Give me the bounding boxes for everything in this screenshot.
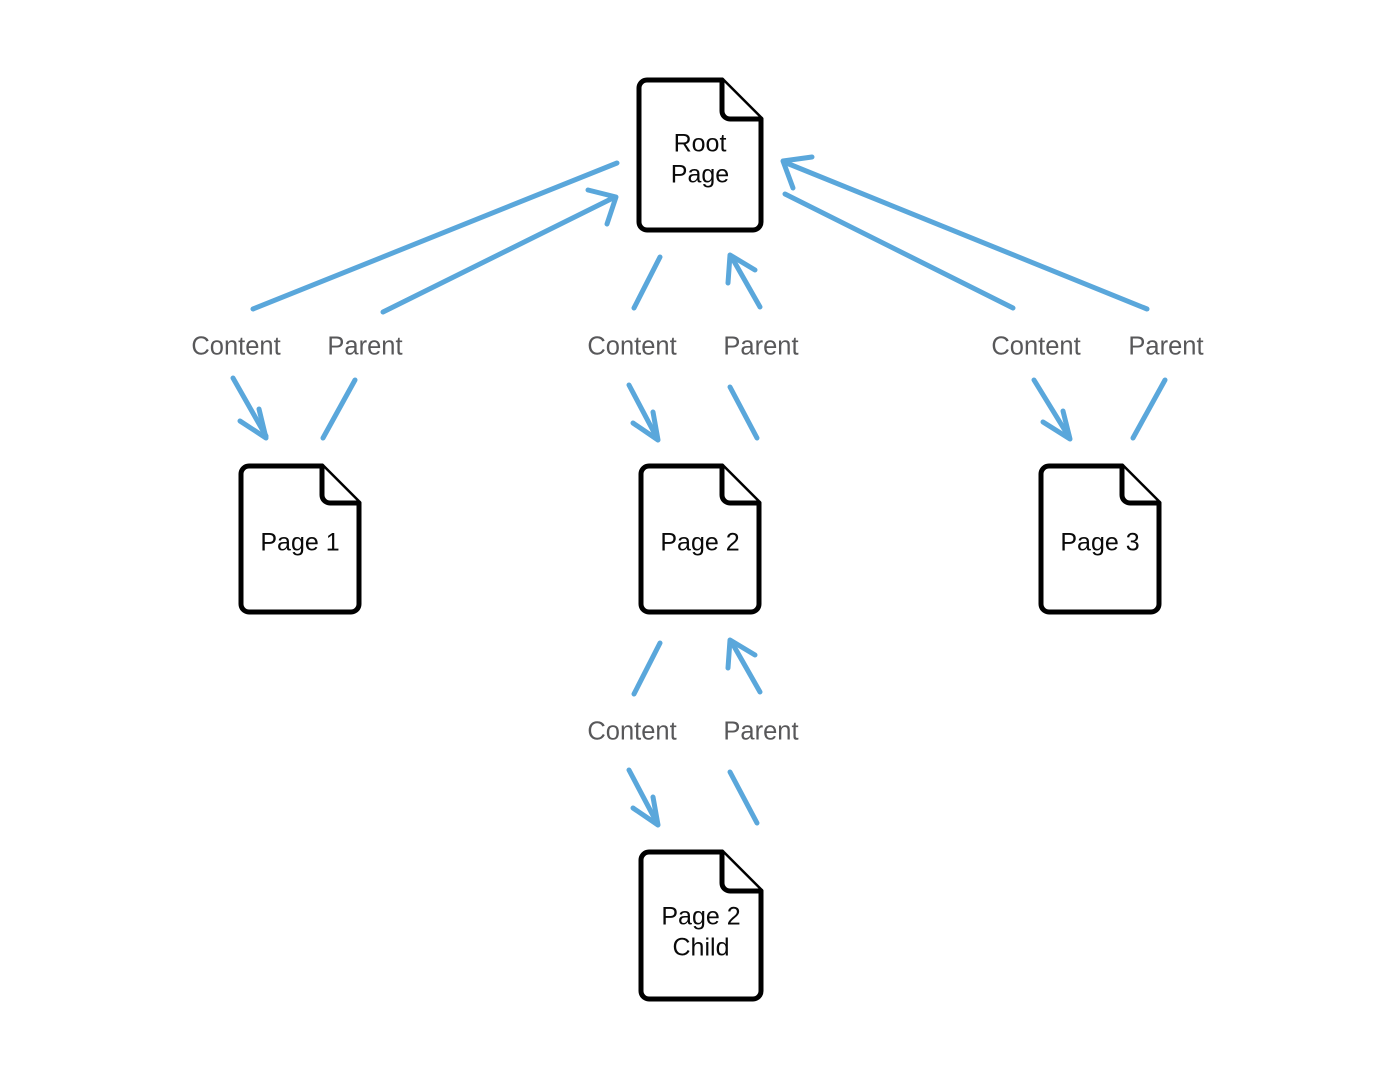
edge-line-parent-right-lower [1130,377,1168,441]
edge-label-parent-child: Parent [723,718,798,746]
edge-line-parent-left-upper [380,194,618,315]
edge-child-to-page2-parent [725,637,763,826]
edge-line-parent-child-lower [727,769,760,826]
edge-line-content-center-lower [626,382,660,441]
node-label-root-line1: Root [674,130,727,158]
edge-label-content-page3: Content [991,333,1080,361]
edge-label-content-page2: Content [587,333,676,361]
edge-line-parent-center-lower [727,384,760,441]
node-label-child-line1: Page 2 [661,903,740,931]
node-page-3[interactable]: Page 3 [1038,463,1162,615]
edge-line-content-right-lower [1031,377,1072,440]
arrowhead-content-left [237,406,269,441]
edge-line-content-left-upper [250,160,620,312]
edge-page1-to-root-parent [320,187,619,441]
document-fold-icon [719,77,764,122]
edge-label-parent-page3: Parent [1128,333,1203,361]
edge-root-to-page3-content [782,191,1073,442]
arrowhead-parent-center [725,252,758,286]
edge-root-to-page1-content [230,160,620,441]
document-fold-icon [719,463,762,506]
edge-line-parent-child-upper [728,638,763,695]
edge-label-content-page1: Content [191,333,280,361]
edge-line-content-left-lower [230,375,269,439]
arrowhead-content-center [630,409,661,443]
edge-label-content-child: Content [587,718,676,746]
node-root-page[interactable]: Root Page [636,77,764,233]
edge-page2-to-child-content [626,640,663,828]
arrowhead-parent-left [585,187,619,227]
node-page-2-child[interactable]: Page 2 Child [638,849,764,1002]
node-label-page2: Page 2 [660,529,739,557]
edge-line-parent-left-lower [320,377,358,441]
document-fold-icon [1119,463,1162,506]
edge-line-parent-center-upper [728,253,763,310]
edge-label-parent-page2: Parent [723,333,798,361]
arrowhead-content-child [630,794,661,828]
arrowhead-parent-right [780,154,815,191]
edge-label-parent-page1: Parent [327,333,402,361]
arrowhead-content-right [1040,408,1073,442]
node-label-page3: Page 3 [1060,529,1139,557]
node-page-1[interactable]: Page 1 [238,463,362,615]
edge-line-content-right-upper [782,191,1016,311]
edge-line-content-child-lower [626,767,660,826]
edge-root-to-page2-content [626,254,663,443]
node-page-2[interactable]: Page 2 [638,463,762,615]
edge-line-content-child-upper [631,640,663,697]
node-label-child-line2: Child [673,934,730,962]
document-fold-icon [319,463,362,506]
edge-page3-to-root-parent [780,154,1168,441]
document-fold-icon [719,849,764,894]
node-label-root-line2: Page [671,161,729,189]
edge-line-content-center-upper [631,254,663,311]
arrowhead-parent-child [725,637,758,671]
node-label-page1: Page 1 [260,529,339,557]
edge-page2-to-root-parent [725,252,763,441]
edge-line-parent-right-upper [781,159,1150,312]
